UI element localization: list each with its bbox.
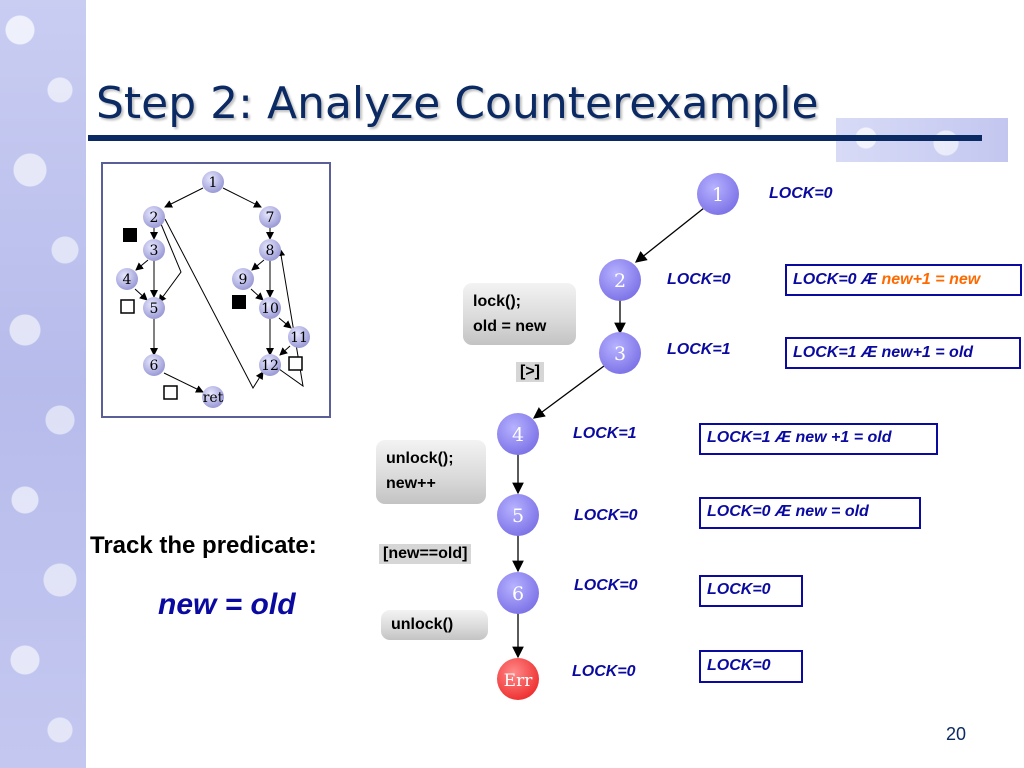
code-line: unlock(); bbox=[386, 450, 454, 467]
cfg-graph: 1 2 3 4 5 6 7 8 9 10 11 12 ret bbox=[116, 171, 310, 408]
lock-marker-icon bbox=[123, 228, 137, 242]
predicate-box-4: LOCK=1 Æ new +1 = old bbox=[699, 423, 938, 455]
lock-state: LOCK=0 bbox=[769, 185, 833, 202]
tracked-predicate: new = old bbox=[158, 588, 296, 621]
lock-marker-icon bbox=[232, 295, 246, 309]
predicate-box-3: LOCK=1 Æ new+1 = old bbox=[785, 337, 1021, 369]
track-label: Track the predicate: bbox=[90, 532, 317, 559]
cfg-edges bbox=[134, 187, 304, 393]
lock-state: LOCK=1 bbox=[667, 341, 731, 358]
lock-state: LOCK=0 bbox=[574, 577, 638, 594]
trace-node-label: 6 bbox=[512, 583, 524, 605]
lock-state: LOCK=1 bbox=[573, 425, 637, 442]
cfg-node-label: 1 bbox=[209, 175, 218, 191]
cfg-node-label: 5 bbox=[150, 301, 159, 317]
trace-node-label: 2 bbox=[614, 270, 626, 292]
code-line: new++ bbox=[386, 475, 436, 492]
guard-label: [>] bbox=[516, 362, 544, 382]
cfg-node-label: 10 bbox=[261, 301, 279, 317]
decorative-side-band bbox=[0, 0, 86, 768]
page-number: 20 bbox=[946, 724, 967, 744]
cfg-node-label: 3 bbox=[150, 243, 159, 259]
cfg-node-label: 7 bbox=[266, 210, 275, 226]
predicate-expr-part: new+1 = new bbox=[881, 271, 981, 288]
predicate-box-6: LOCK=0 bbox=[699, 575, 803, 607]
cfg-node-label: 4 bbox=[123, 272, 132, 288]
cfg-node-label: 2 bbox=[150, 210, 159, 226]
lock-state: LOCK=0 bbox=[667, 271, 731, 288]
predicate-box-err: LOCK=0 bbox=[699, 650, 803, 683]
trace-node-label: 4 bbox=[512, 424, 524, 446]
trace-nodes bbox=[497, 173, 739, 700]
trace-node-label: 1 bbox=[712, 184, 724, 206]
predicate-box-5: LOCK=0 Æ new = old bbox=[699, 497, 921, 529]
cfg-node-label: 8 bbox=[266, 243, 275, 259]
predicate-lock-part: LOCK=0 Æ bbox=[793, 271, 878, 288]
code-line: old = new bbox=[473, 318, 547, 335]
unlock-marker-icon bbox=[163, 385, 178, 400]
lock-state: LOCK=0 bbox=[574, 507, 638, 524]
code-line: lock(); bbox=[473, 293, 521, 310]
trace-node-label: 5 bbox=[512, 505, 524, 527]
guard-label: [new==old] bbox=[379, 544, 472, 564]
cfg-node-label: 9 bbox=[239, 272, 248, 288]
trace-edges bbox=[512, 207, 705, 659]
cfg-node-label: 6 bbox=[150, 358, 159, 374]
code-block-unlock: unlock(); new++ bbox=[376, 440, 486, 504]
code-line: unlock() bbox=[391, 616, 454, 633]
unlock-marker-icon bbox=[288, 356, 303, 371]
trace-node-label: Err bbox=[504, 671, 534, 691]
code-block-unlock-2: unlock() bbox=[381, 610, 488, 640]
cfg-node-label: ret bbox=[203, 390, 224, 406]
cfg-panel: 1 2 3 4 5 6 7 8 9 10 11 12 ret bbox=[101, 162, 331, 418]
trace-node-label: 3 bbox=[614, 343, 626, 365]
slide-title: Step 2: Analyze Counterexample bbox=[96, 78, 819, 129]
code-block-lock: lock(); old = new bbox=[463, 283, 576, 345]
lock-state: LOCK=0 bbox=[572, 663, 636, 680]
cfg-node-label: 12 bbox=[261, 358, 279, 374]
unlock-marker-icon bbox=[120, 299, 135, 314]
cfg-node-label: 11 bbox=[290, 330, 308, 346]
cfg-nodes bbox=[116, 171, 310, 408]
title-underline bbox=[88, 135, 982, 141]
predicate-box-2: LOCK=0 Æ new+1 = new bbox=[785, 264, 1022, 296]
